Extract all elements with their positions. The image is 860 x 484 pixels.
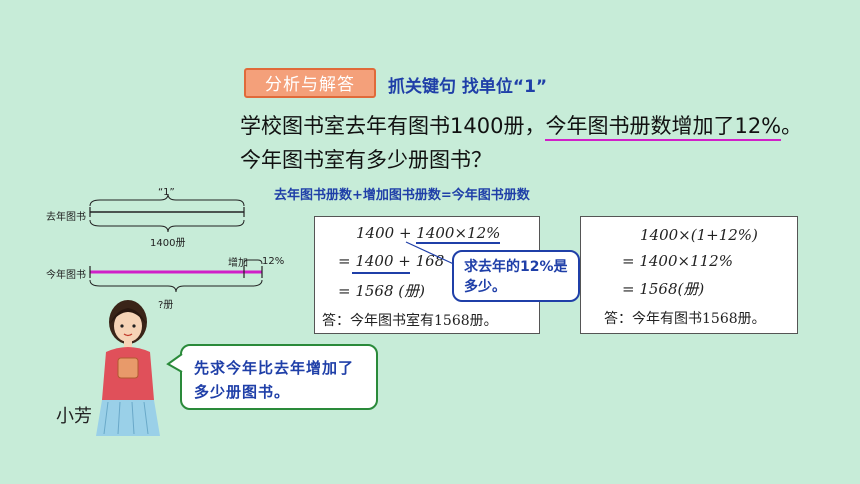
solution-1-answer: 答：今年图书室有1568册。 xyxy=(322,313,498,329)
key-sentence-tip: 抓关键句 找单位“1” xyxy=(388,77,548,97)
problem-line-1-pre: 学校图书室去年有图书1400册， xyxy=(240,114,546,138)
solution-2-answer: 答：今年有图书1568册。 xyxy=(604,311,766,327)
last-year-total-label: 1400册 xyxy=(150,238,186,249)
unit-one-label: “1” xyxy=(158,187,175,198)
problem-key-phrase: 今年图书册数增加了12% xyxy=(545,114,782,141)
last-year-label: 去年图书 xyxy=(46,212,86,223)
callout-bubble: 求去年的12%是多少。 xyxy=(452,250,580,302)
callout-text: 求去年的12%是多少。 xyxy=(464,259,568,295)
solution-2-line-1: 1400×(1+12%) xyxy=(640,226,758,244)
unit-one-brace xyxy=(89,193,245,207)
solution-1-underline xyxy=(352,272,410,274)
problem-line-2: 今年图书室有多少册图书？ xyxy=(240,148,492,172)
solution-1-line-3: = 1568 (册) xyxy=(338,282,425,300)
solution-1-line-1: 1400 + 1400×12% xyxy=(356,224,501,244)
girl-illustration xyxy=(96,300,160,436)
this-year-total-label: ?册 xyxy=(158,300,174,311)
character-name: 小芳 xyxy=(56,406,92,427)
analysis-tag: 分析与解答 xyxy=(244,68,376,98)
solution-card-2 xyxy=(580,216,798,334)
quantity-relation: 去年图书册数+增加图书册数=今年图书册数 xyxy=(274,188,530,203)
problem-line-1: 学校图书室去年有图书1400册，今年图书册数增加了12%。 xyxy=(240,110,803,141)
solution-1-line-2: = 1400 + 168 xyxy=(338,252,445,270)
solution-2-line-3: = 1568(册) xyxy=(622,280,705,298)
speech-bubble-pointer xyxy=(166,353,184,373)
segment-diagram xyxy=(89,193,263,293)
character-speech-bubble: 先求今年比去年增加了多少册图书。 xyxy=(180,344,378,410)
this-year-brace xyxy=(89,279,263,293)
increase-label: 增加 xyxy=(228,258,248,269)
this-year-label: 今年图书 xyxy=(46,270,86,281)
solution-1-line-1-b: 1400×12% xyxy=(416,224,501,244)
problem-line-1-post: 。 xyxy=(781,114,803,138)
increase-percent-label: 12% xyxy=(262,256,285,267)
solution-2-line-2: = 1400×112% xyxy=(622,252,733,270)
character-speech-text: 先求今年比去年增加了多少册图书。 xyxy=(194,359,355,401)
last-year-brace xyxy=(89,219,245,233)
increase-brace xyxy=(243,259,263,265)
callout-pointer xyxy=(405,241,459,267)
solution-1-line-1-a: 1400 + xyxy=(356,224,417,242)
